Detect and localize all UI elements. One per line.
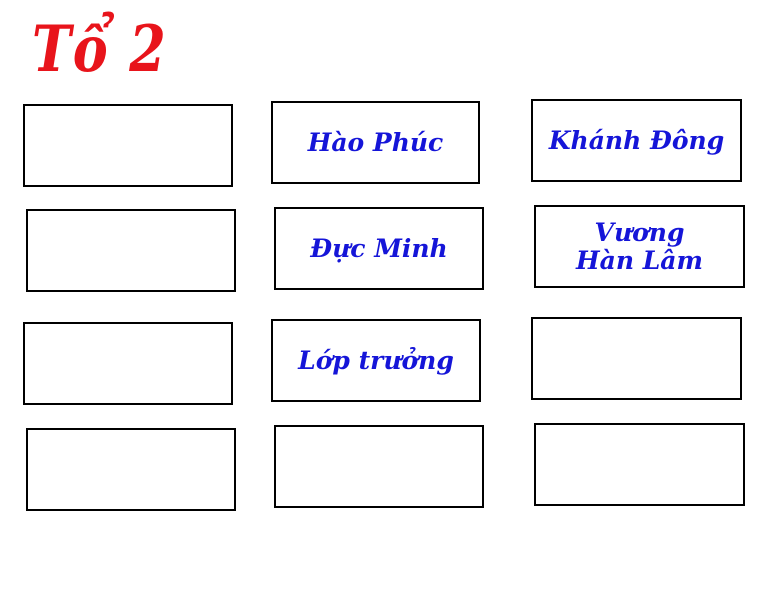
- seat-box-r4c3: [534, 423, 745, 506]
- seat-name: Đực Minh: [310, 233, 448, 263]
- seat-box-r1c3: Khánh Đông: [531, 99, 742, 182]
- seat-box-r3c3: [531, 317, 742, 400]
- seat-name: Vương Hàn Lâm: [576, 219, 703, 274]
- seat-box-r2c2: Đực Minh: [274, 207, 484, 290]
- seat-box-r1c1: [23, 104, 233, 187]
- seat-name: Hào Phúc: [307, 127, 444, 157]
- seat-box-r3c2: Lớp trưởng: [271, 319, 481, 402]
- seat-name: Lớp trưởng: [298, 345, 454, 375]
- page-title: Tổ 2: [32, 12, 168, 87]
- seat-name-line: Vương: [594, 218, 685, 247]
- seat-name: Khánh Đông: [548, 125, 725, 155]
- seat-box-r2c1: [26, 209, 236, 292]
- seat-box-r2c3: Vương Hàn Lâm: [534, 205, 745, 288]
- seat-box-r3c1: [23, 322, 233, 405]
- seat-box-r1c2: Hào Phúc: [271, 101, 480, 184]
- seat-name-line: Hàn Lâm: [576, 245, 703, 275]
- seat-box-r4c2: [274, 425, 484, 508]
- seat-box-r4c1: [26, 428, 236, 511]
